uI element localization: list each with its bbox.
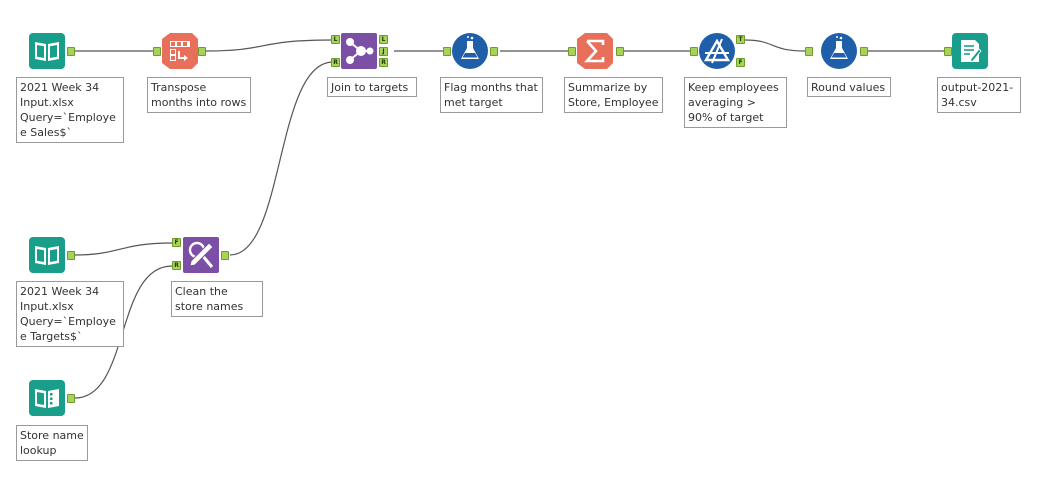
input-anchor[interactable] bbox=[443, 47, 451, 56]
book-list-icon bbox=[29, 380, 65, 416]
input-anchor[interactable] bbox=[944, 47, 952, 56]
document-pencil-icon bbox=[952, 33, 988, 69]
text-input-tool[interactable] bbox=[29, 380, 65, 416]
tool-annotation: Store name lookup bbox=[16, 425, 88, 461]
input-anchor[interactable] bbox=[690, 47, 698, 56]
join-left-output-anchor[interactable]: L bbox=[379, 35, 388, 44]
replace-input-anchor[interactable]: R bbox=[172, 261, 181, 270]
tool-annotation: Transpose months into rows bbox=[147, 77, 251, 113]
output-anchor[interactable] bbox=[198, 47, 206, 56]
output-anchor[interactable] bbox=[221, 251, 229, 260]
input-data-tool-targets[interactable] bbox=[29, 237, 65, 273]
input-data-tool-sales[interactable] bbox=[29, 33, 65, 69]
tool-annotation: output-2021-34.csv bbox=[937, 77, 1021, 113]
output-anchor[interactable] bbox=[67, 251, 75, 260]
book-icon bbox=[29, 33, 65, 69]
input-anchor[interactable] bbox=[805, 47, 813, 56]
join-right-output-anchor[interactable]: R bbox=[379, 58, 388, 67]
tool-annotation: Flag months that met target bbox=[440, 77, 543, 113]
filter-false-anchor[interactable]: F bbox=[736, 58, 745, 67]
tool-annotation: Summarize by Store, Employee bbox=[564, 77, 663, 113]
find-input-anchor[interactable]: F bbox=[172, 238, 181, 247]
output-anchor[interactable] bbox=[67, 47, 75, 56]
tool-annotation: Clean the store names bbox=[171, 281, 263, 317]
tool-annotation: Join to targets bbox=[327, 77, 417, 97]
join-icon bbox=[341, 33, 377, 69]
transpose-tool[interactable] bbox=[162, 33, 198, 69]
wire-transpose-to-join-left bbox=[205, 39, 334, 52]
summarize-tool[interactable] bbox=[577, 33, 613, 69]
tool-annotation: Keep employees averaging > 90% of target bbox=[684, 77, 787, 128]
transpose-icon bbox=[162, 33, 198, 69]
sigma-icon bbox=[577, 33, 613, 69]
formula-tool-round[interactable] bbox=[821, 33, 857, 69]
output-anchor[interactable] bbox=[860, 47, 868, 56]
wire-filter-to-round bbox=[744, 39, 806, 52]
tool-annotation: 2021 Week 34 Input.xlsx Query=`Employee … bbox=[16, 77, 124, 143]
output-anchor[interactable] bbox=[490, 47, 498, 56]
flask-icon bbox=[821, 33, 857, 69]
output-data-tool[interactable] bbox=[952, 33, 988, 69]
tool-annotation: 2021 Week 34 Input.xlsx Query=`Employee … bbox=[16, 281, 124, 347]
flask-icon bbox=[452, 33, 488, 69]
join-joined-output-anchor[interactable]: J bbox=[379, 47, 388, 56]
formula-tool-flag[interactable] bbox=[452, 33, 488, 69]
output-anchor[interactable] bbox=[67, 394, 75, 403]
wire-findreplace-to-join-right bbox=[229, 61, 334, 256]
input-anchor[interactable] bbox=[568, 47, 576, 56]
book-icon bbox=[29, 237, 65, 273]
join-tool[interactable] bbox=[341, 33, 377, 69]
filter-icon bbox=[699, 33, 735, 69]
input-anchor[interactable] bbox=[153, 47, 161, 56]
join-right-input-anchor[interactable]: R bbox=[331, 58, 340, 67]
find-replace-tool[interactable] bbox=[183, 237, 219, 273]
wire-targets-to-findreplace bbox=[74, 242, 173, 256]
filter-tool[interactable] bbox=[699, 33, 735, 69]
output-anchor[interactable] bbox=[616, 47, 624, 56]
tool-annotation: Round values bbox=[807, 77, 891, 97]
find-replace-icon bbox=[183, 237, 219, 273]
filter-true-anchor[interactable]: T bbox=[736, 35, 745, 44]
join-left-input-anchor[interactable]: L bbox=[331, 35, 340, 44]
